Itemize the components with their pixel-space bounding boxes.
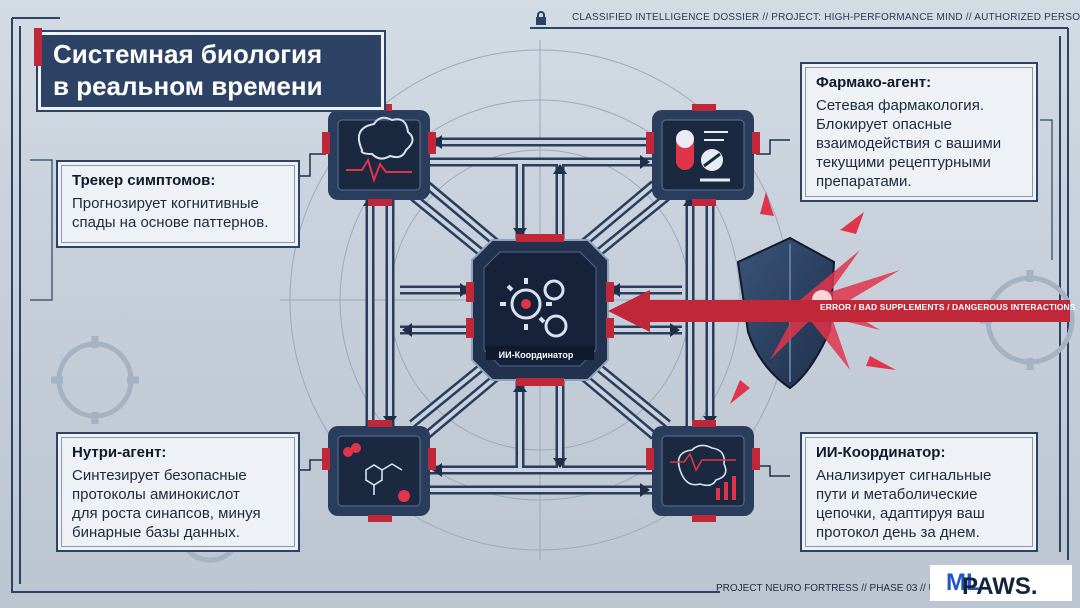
gears-icon — [500, 278, 568, 338]
brand-main: PAWS. — [962, 573, 1038, 600]
card-line: Сетевая фармакология. — [816, 97, 984, 114]
card-symptom-tracker: Трекер симптомов: Прогнозирует когнитивн… — [56, 160, 300, 248]
brand-text: PAWS.ML — [946, 569, 1038, 600]
classification-bar: CLASSIFIED INTELLIGENCE DOSSIER // PROJE… — [534, 8, 1080, 28]
card-ai-coordinator: ИИ-Координатор: Анализирует сигнальные п… — [800, 432, 1038, 552]
bg-gear-teeth — [51, 270, 1034, 424]
card-line: Блокирует опасные — [816, 116, 952, 133]
card-line: бинарные базы данных. — [72, 524, 240, 541]
brain-chart-icon — [670, 444, 736, 500]
card-line: протоколы аминокислот — [72, 486, 240, 503]
card-line: пути и метаболические — [816, 486, 978, 503]
frame-ornaments — [30, 119, 1053, 593]
hub-label: ИИ-Координатор — [498, 350, 574, 360]
classification-text: CLASSIFIED INTELLIGENCE DOSSIER // PROJE… — [572, 12, 1080, 23]
attack-arrow — [608, 290, 1070, 332]
card-line: взаимодействия с вашими — [816, 135, 1002, 152]
node-coordinator-analysis — [646, 420, 760, 522]
brand-logo: PAWS.ML — [930, 565, 1072, 601]
card-line: Анализирует сигнальные — [816, 467, 992, 484]
error-banner: ERROR / BAD SUPPLEMENTS / DANGEROUS INTE… — [820, 302, 1076, 312]
card-line: текущими рецептурными — [816, 154, 991, 171]
card-pharma-agent: Фармако-агент: Сетевая фармакология. Бло… — [800, 62, 1038, 202]
brand-accent: ML — [946, 569, 981, 596]
footer-text: PROJECT NEURO FORTRESS // PHASE 03 // UN — [716, 583, 943, 594]
card-line: Синтезирует безопасные — [72, 467, 247, 484]
pill-capsule-icon — [676, 130, 730, 182]
lock-icon — [536, 11, 546, 25]
title-line-1: Системная биология — [53, 39, 323, 69]
card-body: Синтезирует безопасные протоколы аминоки… — [72, 466, 261, 542]
card-line: для роста синапсов, минуя — [72, 505, 261, 522]
card-body: Сетевая фармакология. Блокирует опасные … — [816, 96, 1001, 191]
card-line: препаратами. — [816, 173, 912, 190]
page-title: Системная биология в реальном времени — [34, 28, 384, 110]
card-line: Прогнозирует когнитивные — [72, 195, 259, 212]
nutrition-molecule-icon — [343, 443, 410, 502]
card-line: протокол день за днем. — [816, 524, 980, 541]
card-heading: ИИ-Координатор: — [816, 444, 946, 461]
card-heading: Фармако-агент: — [816, 74, 932, 91]
title-line-2: в реальном времени — [53, 71, 323, 101]
card-heading: Трекер симптомов: — [72, 172, 216, 189]
card-body: Прогнозирует когнитивные спады на основе… — [72, 194, 268, 232]
brain-pulse-icon — [346, 116, 414, 184]
leader-lines — [298, 139, 790, 477]
node-nutri — [322, 420, 436, 522]
title-accent — [34, 28, 42, 66]
card-body: Анализирует сигнальные пути и метаболиче… — [816, 466, 991, 542]
card-line: цепочки, адаптируя ваш — [816, 505, 985, 522]
card-heading: Нутри-агент: — [72, 444, 167, 461]
card-nutri-agent: Нутри-агент: Синтезирует безопасные прот… — [56, 432, 300, 552]
card-line: спады на основе паттернов. — [72, 214, 269, 231]
